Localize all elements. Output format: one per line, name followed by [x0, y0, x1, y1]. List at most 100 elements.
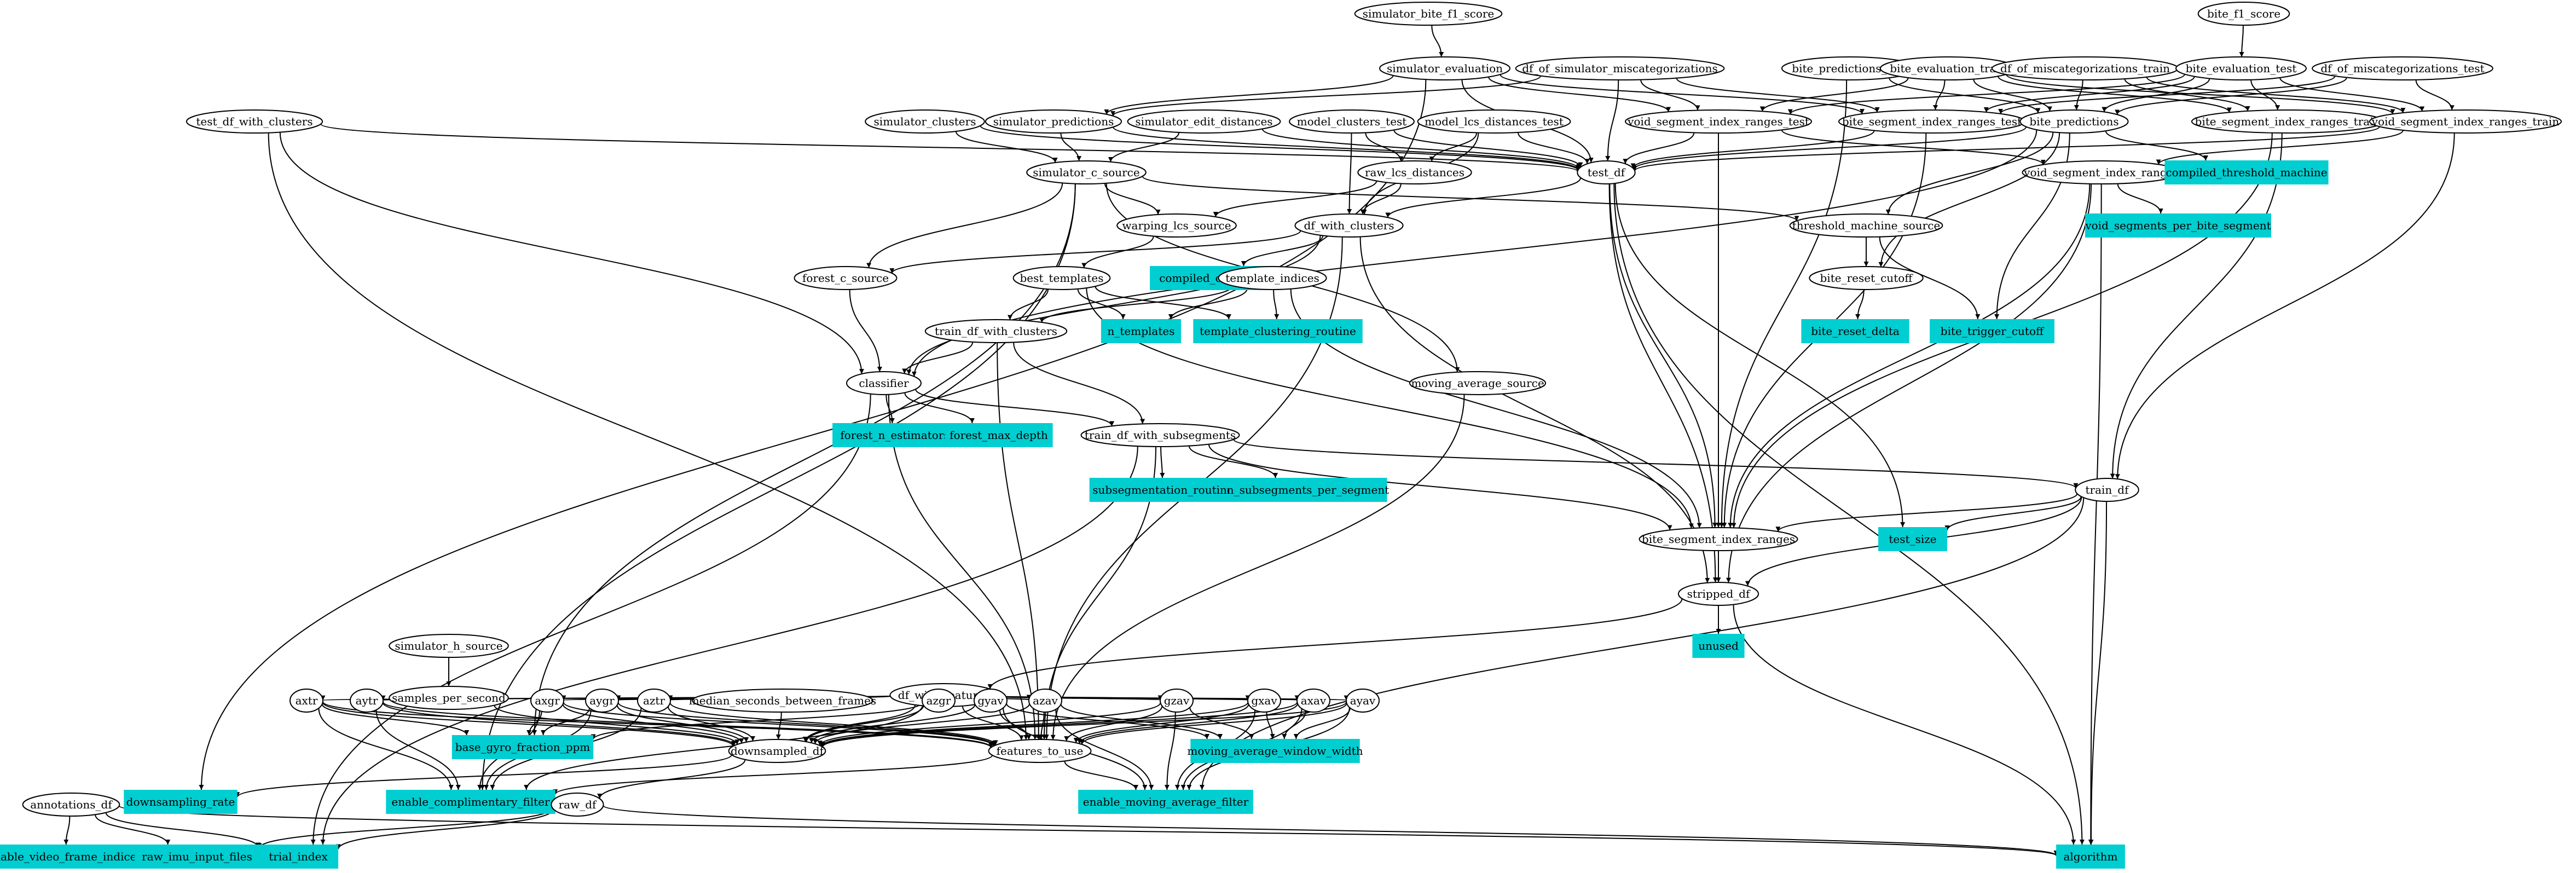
- node-classifier: classifier: [846, 371, 922, 395]
- edge-bite-f1-score-to-bite-evaluation-test: [2239, 25, 2244, 57]
- node-label: test_df: [1588, 166, 1626, 179]
- node-label: df_of_simulator_miscategorizations: [1522, 62, 1718, 75]
- edge-azav-to-downsampled-df: [812, 703, 1031, 744]
- edge-void-segment-index-ranges-train-to-test-df: [1632, 126, 2381, 171]
- node-label: void_segment_index_ranges: [2023, 166, 2179, 179]
- node-void-segment-index-ranges-test: void_segment_index_ranges_test: [1625, 109, 1812, 134]
- ellipse-model-lcs-distances-test: [1417, 109, 1571, 134]
- node-raw-imu-input-files: raw_imu_input_files: [135, 845, 259, 869]
- edge-axav-to-moving-average-window-width: [1282, 710, 1306, 739]
- box-algorithm: [2056, 845, 2125, 869]
- ellipse-samples-per-second: [389, 686, 509, 710]
- node-simulator-edit-distances: simulator_edit_distances: [1127, 109, 1281, 134]
- node-label: compiled_threshold_machine: [2166, 166, 2327, 179]
- edge-void-segment-index-ranges-to-bite-segment-index-ranges: [1728, 183, 2091, 528]
- edge-bite-evaluation-train-to-bite-predictions: [1973, 79, 2053, 112]
- node-label: azgr: [927, 694, 951, 707]
- edge-azgr-to-enable-complimentary-filter: [524, 704, 924, 790]
- edge-median-seconds-between-frames-to-downsampled-df: [775, 712, 782, 740]
- edge-df-of-miscategorizations-test-to-bite-segment-index-ranges-test: [1998, 76, 2336, 114]
- node-label: bite_f1_score: [2207, 7, 2280, 20]
- node-test-df: test_df: [1577, 160, 1636, 184]
- node-label: df_with_clusters: [1304, 219, 1394, 232]
- node-label: median_seconds_between_frames: [689, 694, 876, 707]
- node-label: model_clusters_test: [1297, 115, 1407, 128]
- node-moving-average-window-width: moving_average_window_width: [1187, 739, 1363, 763]
- edge-moving-average-source-to-features-to-use: [1050, 394, 1465, 740]
- node-label: simulator_h_source: [395, 639, 502, 652]
- node-axgr: axgr: [530, 689, 564, 713]
- node-label: raw_lcs_distances: [1365, 166, 1464, 179]
- edge-gxav-to-downsampled-df: [819, 702, 1249, 747]
- edge-raw-lcs-distances-to-warping-lcs-source: [1213, 181, 1377, 217]
- box-compiled-threshold-machine: [2164, 160, 2329, 184]
- node-label: trial_index: [269, 850, 328, 863]
- node-label: train_df: [2085, 483, 2129, 496]
- edge-df-of-simulator-miscategorizations-to-test-df: [1605, 79, 1619, 161]
- ellipse-classifier: [846, 371, 922, 395]
- node-gyav: gyav: [974, 689, 1008, 713]
- ellipse-void-segment-index-ranges-test: [1625, 109, 1812, 134]
- edge-classifier-to-train-df-with-subsegments: [915, 389, 1115, 426]
- edge-bite-predictions-to-bite-trigger-cutoff: [1994, 132, 2070, 320]
- node-median-seconds-between-frames: median_seconds_between_frames: [689, 689, 876, 713]
- node-ayav: ayav: [1346, 689, 1380, 713]
- edge-gzav-to-downsampled-df: [817, 702, 1161, 746]
- node-template-indices: template_indices: [1218, 266, 1327, 290]
- box-void-segments-per-bite-segment: [2085, 213, 2271, 238]
- edge-classifier-to-features-to-use: [888, 394, 1038, 740]
- edge-void-segment-index-ranges-test-to-void-segment-index-ranges: [1781, 129, 2046, 165]
- node-label: n_subsegments_per_segment: [1227, 483, 1390, 496]
- node-n-templates: n_templates: [1101, 319, 1182, 343]
- ellipse-bite-f1-score: [2197, 2, 2290, 26]
- edges-layer: [63, 25, 2455, 857]
- node-label: template_clustering_routine: [1200, 325, 1356, 338]
- edge-bite-evaluation-train-to-void-segment-index-ranges-train: [2006, 74, 2395, 114]
- node-model-lcs-distances-test: model_lcs_distances_test: [1417, 109, 1571, 134]
- box-n-templates: [1101, 319, 1182, 343]
- node-axav: axav: [1296, 689, 1330, 713]
- edge-gzav-to-enable-moving-average-filter: [1164, 712, 1176, 790]
- edge-simulator-predictions-to-simulator-c-source: [1060, 132, 1082, 161]
- ellipse-gyav: [974, 689, 1008, 713]
- box-forest-n-estimators: [832, 423, 957, 447]
- node-df-of-miscategorizations-train: df_of_miscategorizations_train: [1992, 56, 2179, 80]
- node-label: train_df_with_subsegments: [1085, 429, 1236, 442]
- node-label: enable_moving_average_filter: [1083, 795, 1249, 808]
- node-label: gyav: [977, 694, 1004, 707]
- edge-downsampled-df-to-raw-df: [597, 759, 746, 799]
- node-template-clustering-routine: template_clustering_routine: [1193, 319, 1363, 343]
- ellipse-train-df: [2075, 478, 2139, 502]
- edge-test-df-to-stripped-df: [1608, 183, 1718, 583]
- edge-train-df-with-subsegments-to-trial-index: [320, 446, 1138, 845]
- edge-bite-evaluation-train-to-bite-segment-index-ranges-train: [1998, 76, 2232, 113]
- node-label: azav: [1033, 694, 1058, 707]
- ellipse-axtr: [290, 689, 323, 713]
- node-label: samples_per_second: [392, 691, 506, 704]
- node-azgr: azgr: [922, 689, 956, 713]
- node-label: bite_segment_index_ranges_test: [1842, 115, 2022, 128]
- edge-aygr-to-base-gyro-fraction-ppm: [541, 708, 590, 736]
- edge-df-with-features-to-downsampled-df: [802, 704, 916, 742]
- box-subsegmentation-routine: [1089, 478, 1237, 502]
- edge-train-df-with-subsegments-to-subsegmentation-routine: [1160, 446, 1165, 478]
- ellipse-axgr: [530, 689, 564, 713]
- edge-annotations-df-to-algorithm: [118, 805, 2058, 857]
- node-forest-c-source: forest_c_source: [794, 266, 898, 290]
- edge-simulator-c-source-to-base-gyro-fraction-ppm: [532, 183, 1076, 736]
- node-model-clusters-test: model_clusters_test: [1289, 109, 1415, 134]
- edge-forest-c-source-to-classifier: [849, 289, 882, 372]
- node-label: forest_max_depth: [950, 429, 1048, 442]
- edge-train-df-to-test-size: [1944, 496, 2082, 531]
- edge-simulator-clusters-to-test-df: [980, 125, 1581, 171]
- node-forest-n-estimators: forest_n_estimators: [832, 423, 957, 447]
- edge-bite-segment-index-ranges-train-to-train-df: [2110, 132, 2283, 479]
- edge-azav-to-moving-average-window-width: [1060, 703, 1223, 739]
- box-bite-trigger-cutoff: [1930, 319, 2054, 343]
- edge-model-lcs-distances-test-to-raw-lcs-distances: [1429, 132, 1478, 162]
- edge-df-of-miscategorizations-test-to-void-segment-index-ranges-train: [2415, 79, 2455, 111]
- edge-bite-evaluation-test-to-bite-segment-index-ranges-train: [2250, 79, 2280, 111]
- ellipse-annotations-df: [22, 793, 120, 817]
- edge-axav-to-features-to-use: [1076, 703, 1298, 744]
